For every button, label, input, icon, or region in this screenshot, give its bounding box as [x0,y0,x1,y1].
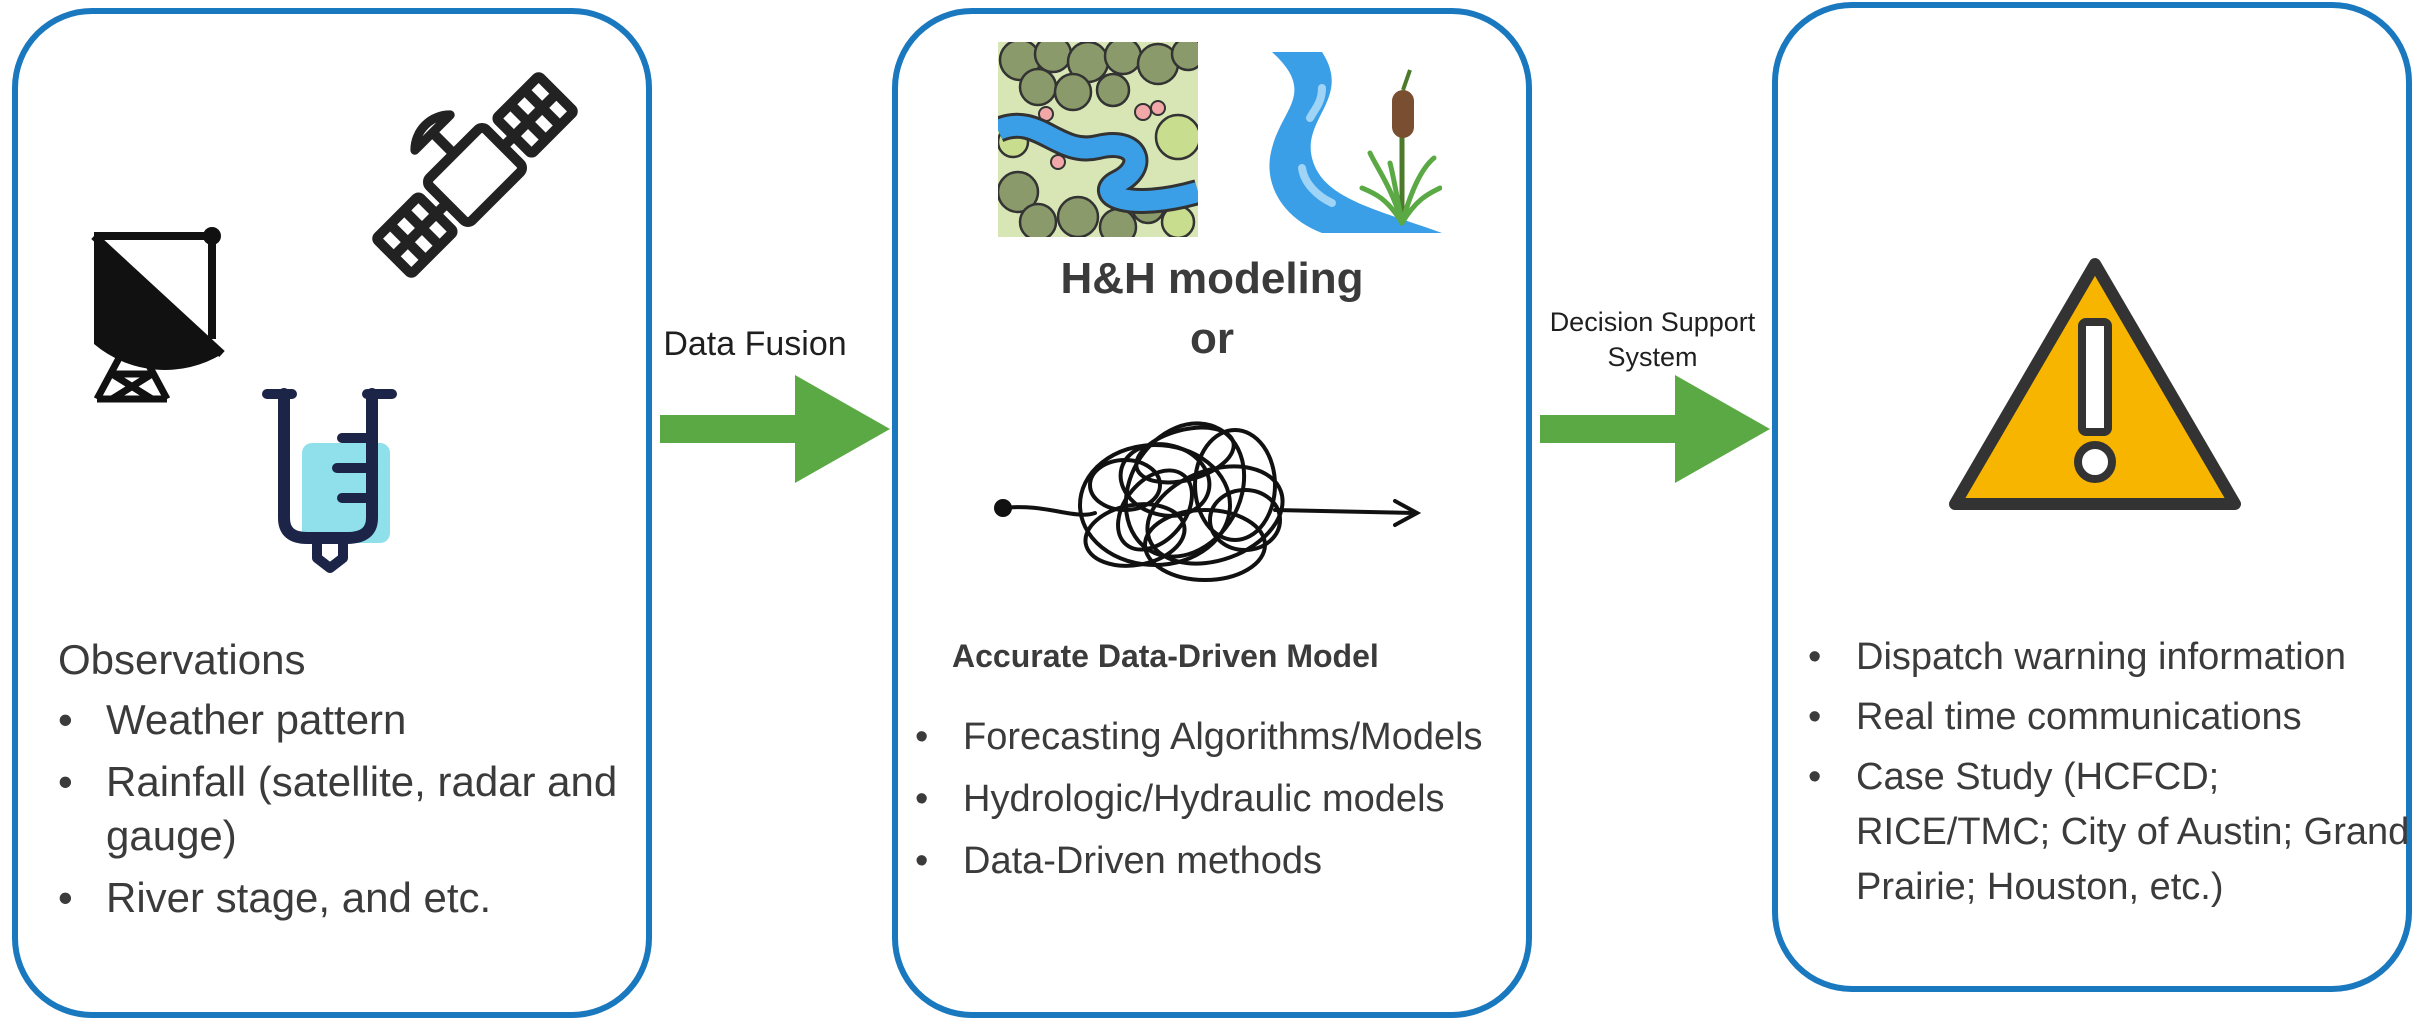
satellite-icon [355,55,595,295]
modeling-list: Forecasting Algorithms/Models Hydrologic… [915,706,1535,892]
river-cattail-icon [1262,48,1442,238]
data-fusion-label: Data Fusion [663,325,847,363]
river-map-icon [998,42,1198,237]
list-item: Forecasting Algorithms/Models [915,706,1535,768]
model-title-line1: H&H modeling [1060,254,1364,303]
list-item: Hydrologic/Hydraulic models [915,768,1535,830]
rain-gauge-icon [262,388,402,578]
observations-heading: Observations [58,636,306,683]
data-fusion-arrow [660,375,895,490]
observations-list: Weather pattern Rainfall (satellite, rad… [58,693,618,933]
warning-list: Dispatch warning information Real time c… [1808,630,2418,920]
model-subtitle: Accurate Data-Driven Model [952,638,1379,674]
list-item: Weather pattern [58,693,618,747]
list-item: Dispatch warning information [1808,630,2418,685]
satellite-dish-icon [82,224,232,404]
list-item: River stage, and etc. [58,871,618,925]
list-item: Real time communications [1808,690,2418,745]
list-item: Data-Driven methods [915,830,1535,892]
list-item: Case Study (HCFCD; RICE/TMC; City of Aus… [1808,750,2418,915]
decision-support-label: Decision Support System [1549,307,1756,372]
model-title-line2: or [1190,314,1234,363]
warning-triangle-icon [1945,252,2245,517]
list-item: Rainfall (satellite, radar and gauge) [58,755,618,863]
decision-support-arrow [1540,375,1775,490]
tangled-line-icon [985,395,1435,605]
